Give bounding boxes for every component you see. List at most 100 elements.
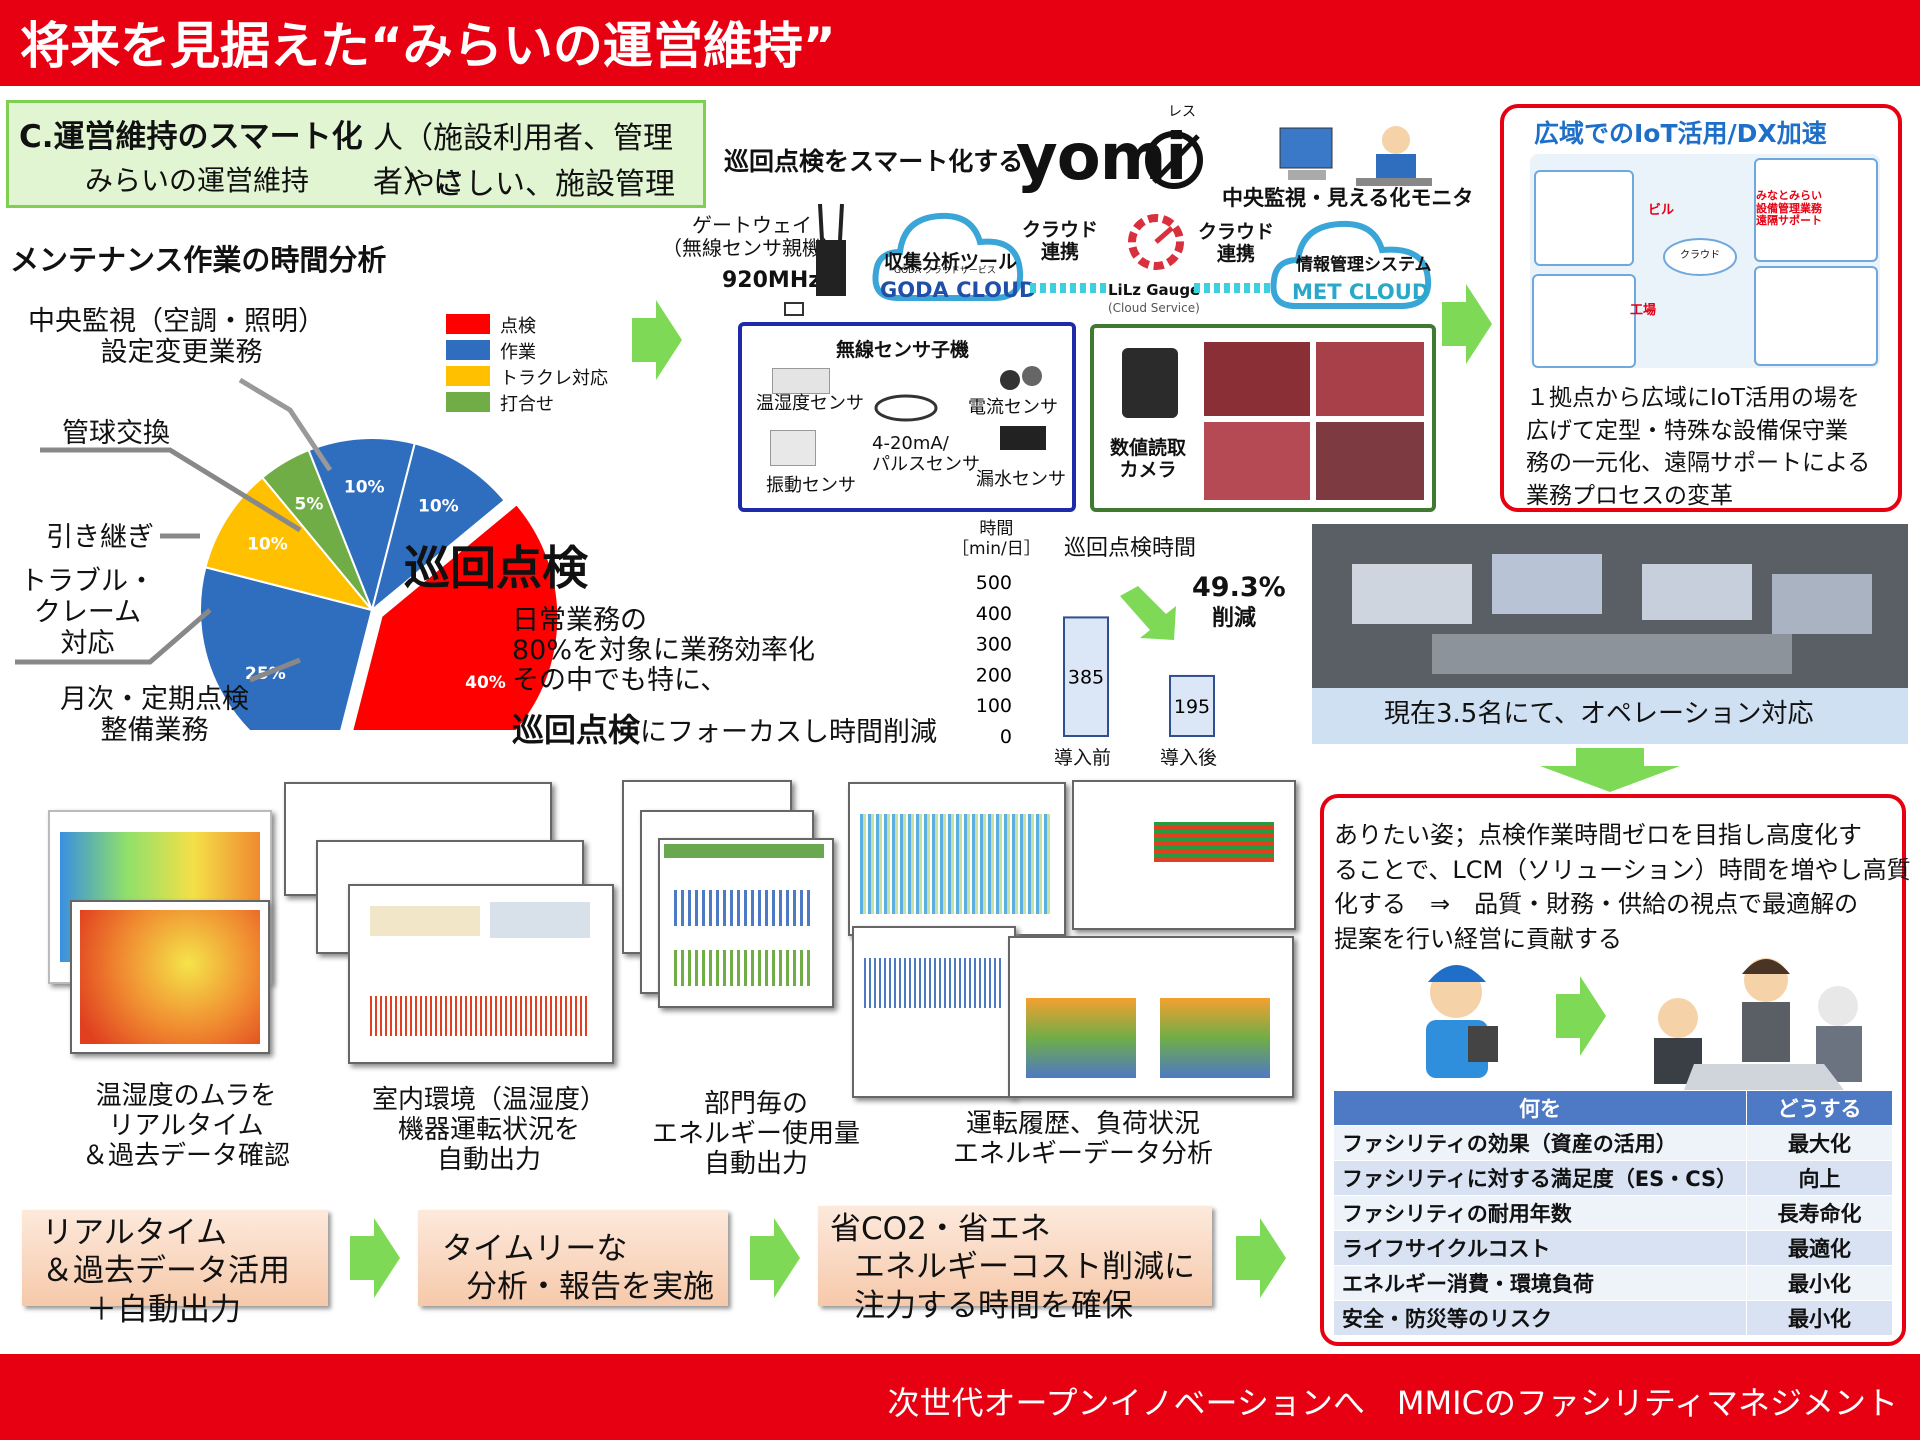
arrow-right-icon bbox=[1442, 284, 1492, 364]
camera-photo bbox=[1204, 422, 1310, 500]
bar-category-before: 導入前 bbox=[1054, 747, 1112, 769]
section-subtitle: みらいの運営維持 bbox=[85, 164, 310, 197]
page-title: 将来を見据えた“みらいの運営維持” bbox=[20, 17, 836, 75]
bar-tick-label: 0 bbox=[1000, 726, 1012, 748]
gauge-icon bbox=[1128, 214, 1184, 270]
cloud-link-1: クラウド連携 bbox=[1022, 219, 1099, 263]
table-row: エネルギー消費・環境負荷最小化 bbox=[1333, 1265, 1893, 1301]
bar-tick-label: 300 bbox=[976, 634, 1012, 656]
camera-photo bbox=[1316, 422, 1424, 500]
cloud-collect-sub: GODA クラウドサービス bbox=[894, 266, 996, 276]
process-text-report: タイムリーな分析・報告を実施 bbox=[442, 1231, 714, 1306]
meeting-illustration-icon bbox=[1654, 958, 1862, 1090]
gateway-device-icon bbox=[816, 203, 846, 296]
bar bbox=[1063, 616, 1109, 737]
pie-big-label: 巡回点検 bbox=[404, 541, 588, 595]
pie-chart: 40%25%10%5%10%10% bbox=[15, 377, 558, 730]
caption-environment: 室内環境（温湿度）機器運転状況を自動出力 bbox=[371, 1085, 606, 1175]
process-box-realtime: リアルタイム＆過去データ活用＋自動出力 bbox=[22, 1210, 328, 1328]
iot-factory-label: 工場 bbox=[1630, 303, 1657, 318]
arrow-right-icon bbox=[1236, 1218, 1286, 1298]
bar bbox=[1169, 674, 1215, 738]
table-cell-how: 最大化 bbox=[1746, 1125, 1893, 1161]
table-row: ファシリティに対する満足度（ES・CS）向上 bbox=[1333, 1160, 1893, 1196]
legend-swatch bbox=[446, 340, 490, 360]
monitor-pc-icon bbox=[1279, 126, 1432, 186]
pie-slice bbox=[199, 566, 374, 730]
iot-text: １拠点から広域にIoT活用の場を広げて定型・特殊な設備保守業務の一元化、遠隔サポ… bbox=[1526, 385, 1871, 509]
legend-swatch bbox=[446, 314, 490, 334]
energy-analysis-thumbnail bbox=[1008, 936, 1294, 1098]
table-row: ファシリティの効果（資産の活用）最大化 bbox=[1333, 1125, 1893, 1161]
yomi-tagline: 巡回点検をスマート化する bbox=[724, 147, 1024, 176]
footer-bar: 次世代オープンイノベーションへ MMICのファシリティマネジメント bbox=[0, 1354, 1920, 1440]
bar-tick-label: 400 bbox=[976, 603, 1012, 625]
camera-photo bbox=[1316, 342, 1424, 416]
bar-title: 巡回点検時間 bbox=[1064, 536, 1197, 561]
leak-sensor-label: 漏水センサ bbox=[976, 469, 1066, 490]
section-title-box: C.運営維持のスマート化 みらいの運営維持 人（施設利用者、管理者）に やさしい… bbox=[6, 100, 706, 208]
label-central: 中央監視（空調・照明）設定変更業務 bbox=[28, 306, 325, 369]
leader-line-tube bbox=[40, 447, 302, 533]
iot-building-label: ビル bbox=[1648, 203, 1675, 218]
label-monthly: 月次・定期点検整備業務 bbox=[60, 684, 249, 747]
pie-heading: メンテナンス作業の時間分析 bbox=[10, 243, 387, 277]
iot-box: 広域でのIoT活用/DX加速 ビル 工場 クラウド みなとみらい設備管理業務遠隔… bbox=[1500, 104, 1902, 512]
worker-illustration-icon bbox=[1426, 965, 1498, 1078]
yomi-ruby: レス bbox=[1168, 104, 1196, 120]
legend-label: トラクレ対応 bbox=[500, 368, 608, 389]
photo-caption: 現在3.5名にて、オペレーション対応 bbox=[1384, 699, 1814, 729]
pulse-sensor-label: 4-20mA/パルスセンサ bbox=[872, 433, 980, 475]
table-cell-how: 最適化 bbox=[1746, 1230, 1893, 1266]
legend-swatch bbox=[446, 366, 490, 386]
vision-table: 何を どうする ファシリティの効果（資産の活用）最大化ファシリティに対する満足度… bbox=[1333, 1090, 1893, 1336]
pie-slice-label: 40% bbox=[465, 673, 506, 693]
iot-support-label: みなとみらい設備管理業務遠隔サポート bbox=[1756, 189, 1822, 228]
trend-thumbnail bbox=[852, 926, 1016, 1098]
process-box-energy: 省CO2・省エネエネルギーコスト削減に注力する時間を確保 bbox=[818, 1206, 1212, 1324]
leak-sensor-icon bbox=[1000, 426, 1046, 450]
temp-sensor-icon bbox=[772, 368, 830, 394]
photo-caption-bar: 現在3.5名にて、オペレーション対応 bbox=[1312, 688, 1908, 744]
arrow-right-icon bbox=[1556, 976, 1606, 1056]
label-handover: 引き継ぎ bbox=[46, 522, 154, 553]
vision-table-head-how: どうする bbox=[1746, 1090, 1893, 1126]
iot-diagram: ビル 工場 クラウド みなとみらい設備管理業務遠隔サポート bbox=[1530, 154, 1880, 368]
pie-slice bbox=[204, 476, 375, 612]
cable-sensor-icon bbox=[874, 394, 938, 422]
pie-slice-label: 10% bbox=[247, 535, 288, 555]
caption-history: 運転履歴、負荷状況エネルギーデータ分析 bbox=[952, 1109, 1213, 1169]
table-cell-how: 長寿命化 bbox=[1746, 1195, 1893, 1231]
arrow-right-icon bbox=[632, 300, 682, 380]
bar-value-label: 195 bbox=[1174, 696, 1210, 718]
label-tube: 管球交換 bbox=[62, 418, 170, 449]
label-trouble: トラブル・クレーム対応 bbox=[20, 566, 155, 660]
load-table-thumbnail bbox=[1072, 780, 1296, 930]
bar-tick-label: 200 bbox=[976, 664, 1012, 686]
table-cell-what: ライフサイクルコスト bbox=[1333, 1230, 1747, 1266]
bar-tick-label: 100 bbox=[976, 695, 1012, 717]
pie-slice bbox=[307, 437, 416, 614]
pie-slice-label: 10% bbox=[344, 477, 385, 497]
table-cell-how: 最小化 bbox=[1746, 1300, 1893, 1336]
link-dash-icon bbox=[1194, 283, 1274, 293]
bar-reduction-label: 削減 bbox=[1212, 606, 1257, 631]
iot-cloud-label: クラウド bbox=[1680, 250, 1720, 261]
arrow-right-icon bbox=[750, 1218, 800, 1298]
cloud-link-2: クラウド連携 bbox=[1198, 221, 1275, 265]
met-cloud-logo: MET CLOUD bbox=[1292, 280, 1430, 304]
iot-title: 広域でのIoT活用/DX加速 bbox=[1534, 119, 1827, 148]
heatmap-detail-thumbnail bbox=[70, 900, 270, 1054]
goda-cloud-logo: GODA CLOUD bbox=[880, 278, 1037, 302]
leader-line-central bbox=[238, 377, 333, 472]
arrow-right-icon bbox=[350, 1218, 400, 1298]
table-cell-what: ファシリティの耐用年数 bbox=[1333, 1195, 1747, 1231]
freq-label: 920MHz bbox=[722, 268, 822, 293]
camera-box: 数値読取カメラ bbox=[1090, 324, 1436, 512]
down-arrow-icon bbox=[1120, 586, 1176, 640]
link-dash-icon bbox=[1030, 283, 1110, 293]
leader-line-trouble bbox=[15, 608, 212, 665]
